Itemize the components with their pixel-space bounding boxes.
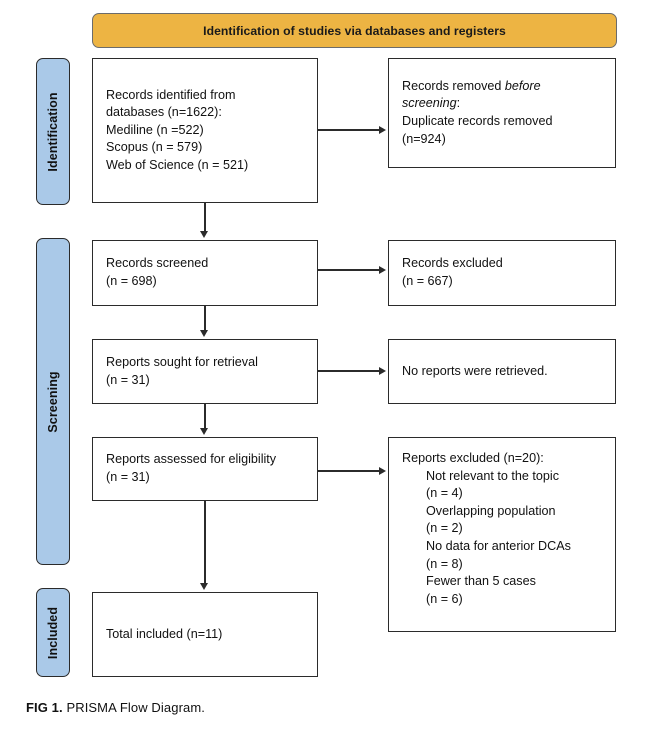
records-removed-italic-1: before <box>504 78 541 93</box>
reports-excluded-reason-4: Fewer than 5 cases <box>426 574 536 589</box>
reports-assessed-line-1: Reports assessed for eligibility <box>106 452 277 467</box>
records-removed-plain-1: Records removed <box>402 78 505 93</box>
reports-excluded-reason-3-count: (n = 8) <box>426 556 463 571</box>
records-identified-line-4: Scopus (n = 579) <box>106 140 203 155</box>
box-records-removed-text: Records removed before screening: Duplic… <box>389 78 615 148</box>
connector-identified-to-screened <box>204 203 206 233</box>
records-identified-line-3: Mediline (n =522) <box>106 122 204 137</box>
arrowhead-down-icon <box>200 428 208 435</box>
connector-assessed-to-total <box>204 501 206 585</box>
records-removed-plain-2: : <box>456 96 461 111</box>
box-total-included-text: Total included (n=11) <box>93 626 317 644</box>
stage-label-included: Included <box>36 588 70 677</box>
reports-excluded-reason-1-count: (n = 4) <box>426 486 463 501</box>
reports-sought-line-2: (n = 31) <box>106 372 150 387</box>
box-reports-not-retrieved: No reports were retrieved. <box>388 339 616 404</box>
box-records-screened-text: Records screened (n = 698) <box>93 255 317 290</box>
box-reports-excluded-detail: Reports excluded (n=20): Not relevant to… <box>388 437 616 632</box>
box-reports-not-retrieved-text: No reports were retrieved. <box>389 363 615 381</box>
reports-not-retrieved-line-1: No reports were retrieved. <box>402 363 548 378</box>
reports-assessed-line-2: (n = 31) <box>106 470 150 484</box>
reports-sought-line-1: Reports sought for retrieval <box>106 354 258 369</box>
records-removed-italic-2: screening <box>402 96 457 111</box>
box-records-excluded: Records excluded (n = 667) <box>388 240 616 306</box>
arrowhead-down-icon <box>200 583 208 590</box>
stage-label-screening: Screening <box>36 238 70 565</box>
reports-excluded-reason-2-count: (n = 2) <box>426 521 463 536</box>
reports-excluded-reason-1: Not relevant to the topic <box>426 468 560 483</box>
records-removed-line-3: Duplicate records removed <box>402 114 553 128</box>
records-identified-line-1: Records identified from <box>106 87 236 102</box>
stage-included-text: Included <box>46 606 60 659</box>
stage-label-identification: Identification <box>36 58 70 205</box>
arrowhead-right-icon <box>379 366 386 375</box>
records-excluded-line-2: (n = 667) <box>402 274 453 288</box>
box-records-identified: Records identified from databases (n=162… <box>92 58 318 203</box>
stage-identification-text: Identification <box>46 91 60 172</box>
figure-caption-label: FIG 1. <box>26 700 63 715</box>
box-reports-excluded-detail-text: Reports excluded (n=20): Not relevant to… <box>389 438 615 608</box>
reports-excluded-reason-2: Overlapping population <box>426 503 556 518</box>
stage-screening-text: Screening <box>46 370 60 433</box>
box-reports-sought: Reports sought for retrieval (n = 31) <box>92 339 318 404</box>
connector-screened-to-excluded <box>318 269 381 271</box>
box-records-screened: Records screened (n = 698) <box>92 240 318 306</box>
reports-excluded-reason-3: No data for anterior DCAs <box>426 538 571 553</box>
banner-identification-header: Identification of studies via databases … <box>92 13 617 48</box>
records-identified-line-2: databases (n=1622): <box>106 105 222 120</box>
arrowhead-right-icon <box>379 125 386 134</box>
connector-identified-to-removed <box>318 129 381 131</box>
box-records-removed: Records removed before screening: Duplic… <box>388 58 616 168</box>
records-identified-line-5: Web of Science (n = 521) <box>106 157 249 172</box>
arrowhead-right-icon <box>379 265 386 274</box>
records-removed-line-2: screening: <box>402 95 615 113</box>
records-screened-line-2: (n = 698) <box>106 274 157 288</box>
records-removed-line-4: (n=924) <box>402 131 446 146</box>
box-reports-assessed: Reports assessed for eligibility (n = 31… <box>92 437 318 501</box>
reports-excluded-reason-4-count: (n = 6) <box>426 591 463 606</box>
total-included-line-1: Total included (n=11) <box>106 626 223 641</box>
box-records-identified-text: Records identified from databases (n=162… <box>93 87 317 175</box>
connector-assessed-to-excluded-detail <box>318 470 381 472</box>
box-records-excluded-text: Records excluded (n = 667) <box>389 255 615 290</box>
box-reports-assessed-text: Reports assessed for eligibility (n = 31… <box>93 451 317 486</box>
records-excluded-line-1: Records excluded <box>402 256 503 271</box>
figure-caption-text: PRISMA Flow Diagram. <box>66 700 205 715</box>
banner-title: Identification of studies via databases … <box>203 23 506 38</box>
connector-sought-to-not-retrieved <box>318 370 381 372</box>
reports-excluded-reason-list: Not relevant to the topic (n = 4) Overla… <box>402 468 615 609</box>
box-total-included: Total included (n=11) <box>92 592 318 677</box>
arrowhead-down-icon <box>200 330 208 337</box>
reports-excluded-heading: Reports excluded (n=20): <box>402 451 544 465</box>
figure-caption: FIG 1. PRISMA Flow Diagram. <box>26 700 205 715</box>
records-removed-line-1: Records removed before <box>402 78 615 96</box>
records-screened-line-1: Records screened <box>106 256 209 271</box>
connector-sought-to-assessed <box>204 404 206 430</box>
connector-screened-to-sought <box>204 306 206 332</box>
box-reports-sought-text: Reports sought for retrieval (n = 31) <box>93 354 317 389</box>
arrowhead-down-icon <box>200 231 208 238</box>
arrowhead-right-icon <box>379 466 386 475</box>
